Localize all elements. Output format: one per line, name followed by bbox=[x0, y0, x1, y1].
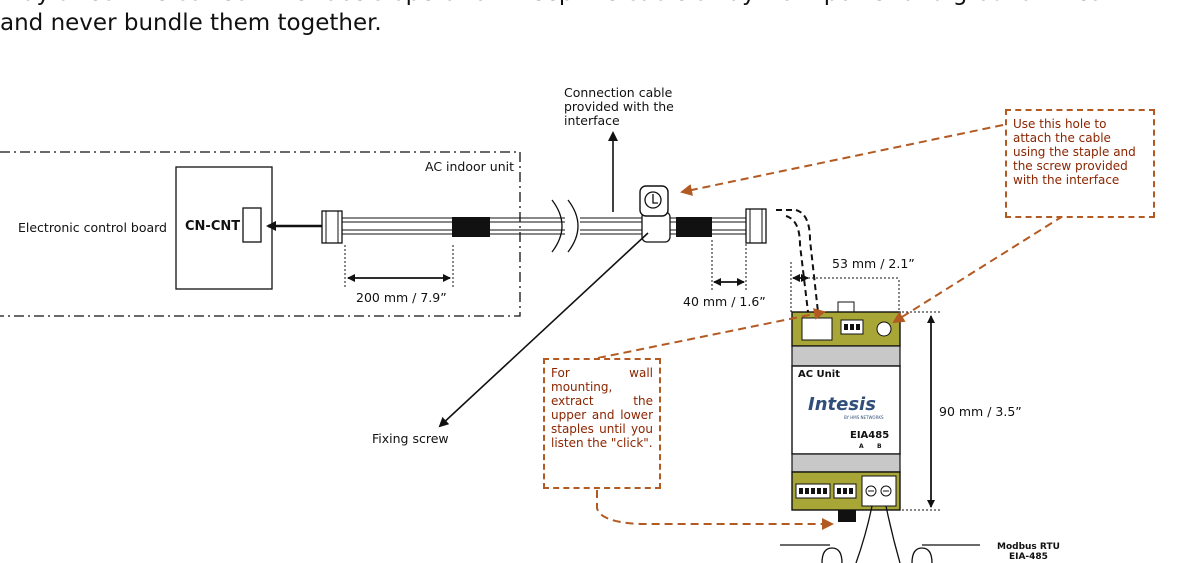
cable-right bbox=[580, 208, 767, 244]
dim-53 bbox=[790, 262, 900, 312]
device-brand-logo: Intesis bbox=[808, 394, 876, 415]
cn-cnt-socket bbox=[242, 207, 262, 243]
device-ac-unit-label: AC Unit bbox=[798, 369, 841, 380]
ac-indoor-unit-label: AC indoor unit bbox=[425, 159, 514, 174]
device-brand-sub: BY HMS NETWORKS bbox=[844, 415, 884, 420]
cable-left bbox=[321, 210, 565, 244]
fixing-screw-arrow bbox=[438, 232, 649, 428]
connection-cable-label: Connection cable provided with the inter… bbox=[564, 85, 674, 128]
modbus-line-1: Modbus RTU bbox=[997, 542, 1060, 552]
hole-note: Use this hole to attach the cable using … bbox=[1005, 109, 1155, 218]
device-model-label: EIA485 bbox=[850, 430, 890, 441]
device-port-b: B bbox=[877, 443, 882, 450]
cable-route-dashed bbox=[776, 209, 819, 313]
dim-90 bbox=[902, 311, 942, 511]
callout-arrows bbox=[596, 124, 1064, 530]
intro-text: may affect the correct interface's opera… bbox=[0, 0, 1200, 38]
modbus-line-2: EIA-485 bbox=[1008, 552, 1048, 562]
cn-cnt-label: CN-CNT bbox=[185, 219, 241, 234]
cable-break bbox=[551, 199, 579, 253]
modbus-label: Modbus RTU EIA-485 bbox=[997, 542, 1060, 562]
cable-clamp bbox=[639, 185, 671, 243]
bus-wires bbox=[780, 505, 980, 563]
intro-line-2: and never bundle them together. bbox=[0, 10, 382, 36]
interface-device bbox=[791, 301, 901, 522]
device-port-a: A bbox=[859, 443, 864, 450]
wall-mount-note: For wall mounting, extract the upper and… bbox=[543, 358, 661, 489]
dim-53-label: 53 mm / 2.1” bbox=[832, 256, 915, 271]
control-board-label: Electronic control board bbox=[18, 220, 167, 235]
dim-90-label: 90 mm / 3.5” bbox=[939, 404, 1022, 419]
dim-200-label: 200 mm / 7.9” bbox=[356, 290, 447, 305]
intro-line-1: may affect the correct interface's opera… bbox=[0, 0, 1200, 8]
dim-40-label: 40 mm / 1.6” bbox=[683, 294, 766, 309]
fixing-screw-label: Fixing screw bbox=[372, 431, 449, 446]
dim-200 bbox=[344, 245, 454, 288]
dim-40 bbox=[711, 240, 747, 290]
